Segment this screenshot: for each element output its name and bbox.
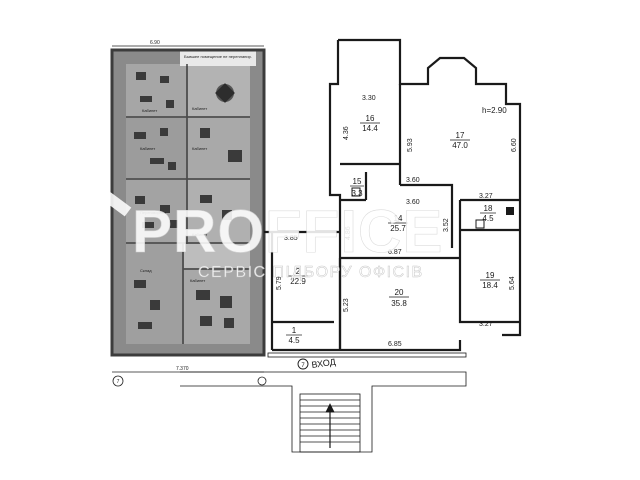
- toilet-fixture: [351, 187, 514, 229]
- left-note-3: Кабинет: [140, 146, 155, 151]
- left-note-4: Кабинет: [192, 146, 207, 151]
- left-room-5: [126, 180, 186, 242]
- room-17-number: 17: [456, 131, 465, 140]
- entrance-label: ВХОД: [311, 357, 336, 370]
- ceiling-height-note: h=2.90: [482, 106, 507, 115]
- room-2-number: 2: [296, 267, 301, 276]
- dim-4-36: 4.36: [343, 126, 350, 140]
- dim-5-64: 5.64: [509, 276, 516, 290]
- dim-6-85: 6.85: [388, 341, 402, 348]
- dim-3-27-b: 3.27: [479, 321, 493, 328]
- left-room-3: [126, 118, 186, 178]
- dim-3-27-a: 3.27: [479, 193, 493, 200]
- dim-3-60-b: 3.60: [406, 199, 420, 206]
- house-logo-inner-icon: [57, 206, 105, 282]
- dim-3-52: 3.52: [443, 218, 450, 232]
- room-16-number: 16: [366, 114, 375, 123]
- watermark-tagline: СЕРВІС ПІДБОРУ ОФІСІВ: [198, 264, 424, 281]
- wall-19: [458, 200, 520, 324]
- left-room-8: [184, 270, 250, 344]
- left-note-7: Склад: [140, 268, 152, 273]
- left-furniture: [134, 72, 242, 329]
- left-corridor: [184, 244, 250, 268]
- right-wall-upper: [338, 38, 522, 337]
- right-wall-left: [328, 40, 342, 350]
- left-note-8: Кабинет: [190, 278, 205, 283]
- left-top-dimension: 6.90: [150, 40, 160, 46]
- dim-3-85: 3.85: [284, 235, 298, 242]
- wall-17-bottom: [400, 183, 454, 248]
- dim-5-93: 5.93: [407, 138, 414, 152]
- dim-6-87: 6.87: [388, 249, 402, 256]
- room-18-area: 4.5: [482, 214, 494, 223]
- left-room-notes: Кабинет Кабинет Кабинет Кабинет Перегово…: [140, 106, 207, 283]
- dimension-labels: 3.30 4.36 5.93 6.60 3.60 3.60 3.27 3.52 …: [276, 95, 518, 348]
- room-19-area: 18.4: [482, 281, 498, 290]
- room-15-area: 3.3: [351, 189, 363, 198]
- dim-3-30: 3.30: [362, 95, 376, 102]
- left-top-room-label: Бывшее помещение не перепланир.: [184, 54, 252, 59]
- house-logo-icon: [30, 171, 132, 282]
- room-1-area: 4.5: [288, 336, 300, 345]
- left-note-6: Кабинет: [192, 232, 207, 237]
- left-note-2: Кабинет: [192, 106, 207, 111]
- right-floor-plan: [264, 38, 522, 352]
- right-axis-marker: 7: [301, 363, 305, 369]
- left-room-7: [126, 244, 182, 344]
- watermark-brand: PROFFICE: [132, 198, 443, 265]
- right-base-lines: [180, 352, 467, 453]
- room-16-area: 14.4: [362, 124, 378, 133]
- room-18-number: 18: [484, 204, 493, 213]
- left-floor-plan: Кабинет Кабинет Кабинет Кабинет Перегово…: [110, 40, 267, 387]
- left-note-1: Кабинет: [142, 108, 157, 113]
- left-room-6: [188, 180, 250, 242]
- stairs-arrowhead: [325, 403, 335, 413]
- room-14-number: 14: [394, 214, 403, 223]
- wall-bottom: [272, 340, 462, 352]
- proffice-watermark: PROFFICE СЕРВІС ПІДБОРУ ОФІСІВ: [30, 171, 443, 282]
- left-bottom-dimension: 7.370: [176, 366, 189, 372]
- room-19-number: 19: [486, 271, 495, 280]
- right-axis-marker-circle: [297, 358, 309, 370]
- left-inner-walls: [126, 64, 250, 344]
- left-axis-marker: 7: [117, 379, 120, 385]
- room-20-number: 20: [395, 288, 404, 297]
- room-1-number: 1: [292, 326, 297, 335]
- dim-5-23: 5.23: [343, 298, 350, 312]
- dim-6-60: 6.60: [511, 138, 518, 152]
- dim-3-60-a: 3.60: [406, 177, 420, 184]
- room-labels: 16 14.4 17 47.0 15 3.3 14 25.7 18 4.5 2 …: [286, 114, 500, 345]
- left-axis-marker-circle: [112, 375, 124, 387]
- dim-4-86: 4.86: [345, 226, 352, 240]
- room-14-area: 25.7: [390, 224, 406, 233]
- left-axis-marker-2: [257, 376, 267, 386]
- room-15-number: 15: [353, 177, 362, 186]
- left-top-band: [180, 50, 256, 66]
- left-room-4: [188, 118, 250, 178]
- room-2-area: 22.9: [290, 277, 306, 286]
- room-17-area: 47.0: [452, 141, 468, 150]
- dim-5-79: 5.79: [276, 276, 283, 290]
- left-note-5: Переговорная: [140, 210, 166, 215]
- room-20-area: 35.8: [391, 299, 407, 308]
